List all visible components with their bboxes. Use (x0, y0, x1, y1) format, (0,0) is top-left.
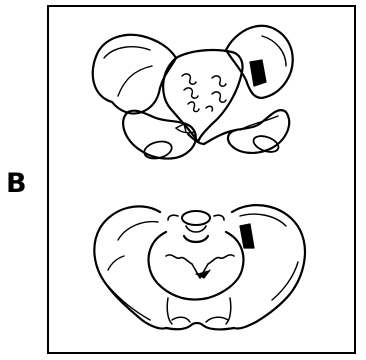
left-obturator-ring (123, 111, 196, 159)
sacrum-anterior (163, 50, 242, 142)
right-obturator-ring (228, 110, 289, 153)
left-iliac-crest-superior (94, 206, 166, 328)
vertebral-body (182, 211, 210, 225)
pelvis-anterior-view (93, 26, 293, 161)
pelvis-superior-view (94, 205, 305, 329)
